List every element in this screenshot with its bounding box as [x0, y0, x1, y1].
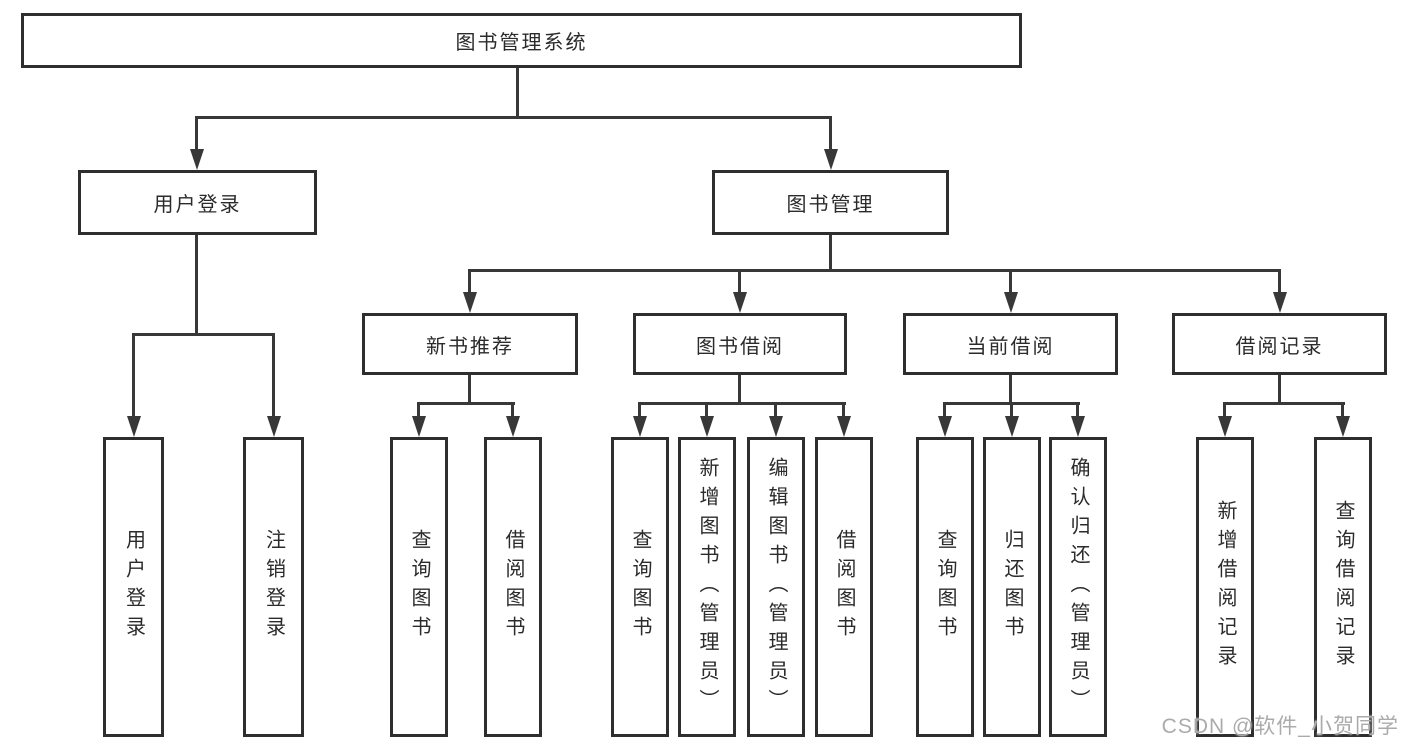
leaf-logout-label: 注销登录 [262, 529, 285, 645]
connector-line [829, 116, 832, 154]
leaf-user-login-label: 用户登录 [122, 529, 145, 645]
node-system-root-label: 图书管理系统 [455, 32, 588, 54]
leaf-newbooks-query-label: 查询图书 [408, 529, 430, 645]
arrowhead-down-icon [633, 416, 647, 437]
leaf-current-confirm-admin-label: 确认归还（管理员） [1067, 456, 1089, 718]
leaf-records-query: 查询借阅记录 [1314, 437, 1372, 737]
leaf-current-return-label: 归还图书 [1001, 529, 1023, 645]
arrowhead-down-icon [1336, 416, 1350, 437]
connector-line [468, 269, 471, 296]
connector-line [1009, 375, 1012, 405]
arrowhead-down-icon [463, 292, 477, 313]
leaf-borrow-borrow: 借阅图书 [815, 437, 873, 737]
node-borrow-records: 借阅记录 [1172, 313, 1387, 375]
connector-line [272, 333, 275, 420]
leaf-current-query: 查询图书 [916, 437, 974, 737]
node-system-root: 图书管理系统 [21, 13, 1022, 68]
node-book-management-label: 图书管理 [786, 194, 875, 216]
leaf-newbooks-borrow-label: 借阅图书 [502, 529, 524, 645]
leaf-records-add: 新增借阅记录 [1196, 437, 1254, 737]
connector-line [468, 269, 1281, 272]
leaf-current-query-label: 查询图书 [934, 529, 956, 645]
node-book-borrowing: 图书借阅 [633, 313, 847, 375]
connector-line [1278, 269, 1281, 296]
leaf-logout: 注销登录 [243, 437, 304, 737]
watermark: CSDN @软件_小贺同学 [1161, 715, 1399, 738]
leaf-borrow-borrow-label: 借阅图书 [833, 529, 855, 645]
node-current-borrowing-label: 当前借阅 [966, 335, 1055, 358]
leaf-borrow-edit-admin-label: 编辑图书（管理员） [765, 456, 787, 718]
leaf-newbooks-query: 查询图书 [390, 437, 448, 737]
connector-line [195, 235, 198, 336]
leaf-borrow-edit-admin: 编辑图书（管理员） [747, 437, 805, 737]
connector-line [132, 333, 274, 336]
node-new-book-recommend: 新书推荐 [362, 313, 578, 375]
arrowhead-down-icon [190, 149, 204, 170]
leaf-records-add-label: 新增借阅记录 [1214, 500, 1236, 674]
arrowhead-down-icon [938, 416, 952, 437]
connector-line [829, 235, 832, 272]
leaf-records-query-label: 查询借阅记录 [1332, 500, 1354, 674]
connector-line [738, 375, 741, 405]
leaf-newbooks-borrow: 借阅图书 [484, 437, 542, 737]
node-book-management: 图书管理 [712, 170, 949, 235]
arrowhead-down-icon [769, 416, 783, 437]
connector-line [511, 402, 514, 418]
connector-line [132, 333, 135, 420]
arrowhead-down-icon [837, 416, 851, 437]
leaf-borrow-query-label: 查询图书 [629, 529, 651, 645]
leaf-current-return: 归还图书 [983, 437, 1041, 737]
connector-line [705, 402, 708, 418]
leaf-borrow-query: 查询图书 [611, 437, 669, 737]
node-new-book-recommend-label: 新书推荐 [426, 335, 514, 358]
node-user-login-label: 用户登录 [153, 194, 242, 216]
arrowhead-down-icon [267, 416, 281, 437]
connector-line [1076, 402, 1079, 418]
connector-line [1278, 375, 1281, 405]
leaf-user-login: 用户登录 [103, 437, 164, 737]
connector-line [417, 402, 515, 405]
arrowhead-down-icon [824, 149, 838, 170]
node-borrow-records-label: 借阅记录 [1235, 335, 1324, 358]
arrowhead-down-icon [412, 416, 426, 437]
arrowhead-down-icon [1005, 416, 1019, 437]
node-user-login: 用户登录 [78, 170, 317, 235]
arrowhead-down-icon [1218, 416, 1232, 437]
connector-line [195, 116, 198, 154]
connector-line [943, 402, 946, 418]
connector-line [638, 402, 641, 418]
connector-line [1010, 402, 1013, 418]
connector-line [195, 116, 832, 119]
arrowhead-down-icon [127, 416, 141, 437]
leaf-borrow-add-admin: 新增图书（管理员） [678, 437, 736, 737]
leaf-borrow-add-admin-label: 新增图书（管理员） [696, 456, 718, 718]
arrowhead-down-icon [1071, 416, 1085, 437]
connector-line [1341, 402, 1344, 418]
connector-line [1223, 402, 1226, 418]
connector-line [774, 402, 777, 418]
connector-line [516, 68, 519, 119]
node-current-borrowing: 当前借阅 [903, 313, 1118, 375]
connector-line [738, 269, 741, 296]
arrowhead-down-icon [700, 416, 714, 437]
connector-line [417, 402, 420, 418]
connector-line [638, 402, 846, 405]
arrowhead-down-icon [1004, 292, 1018, 313]
connector-line [468, 375, 471, 405]
leaf-current-confirm-admin: 确认归还（管理员） [1049, 437, 1107, 737]
arrowhead-down-icon [506, 416, 520, 437]
connector-line [1223, 402, 1345, 405]
arrowhead-down-icon [1273, 292, 1287, 313]
connector-line [1009, 269, 1012, 296]
node-book-borrowing-label: 图书借阅 [696, 335, 784, 358]
connector-line [842, 402, 845, 418]
arrowhead-down-icon [733, 292, 747, 313]
